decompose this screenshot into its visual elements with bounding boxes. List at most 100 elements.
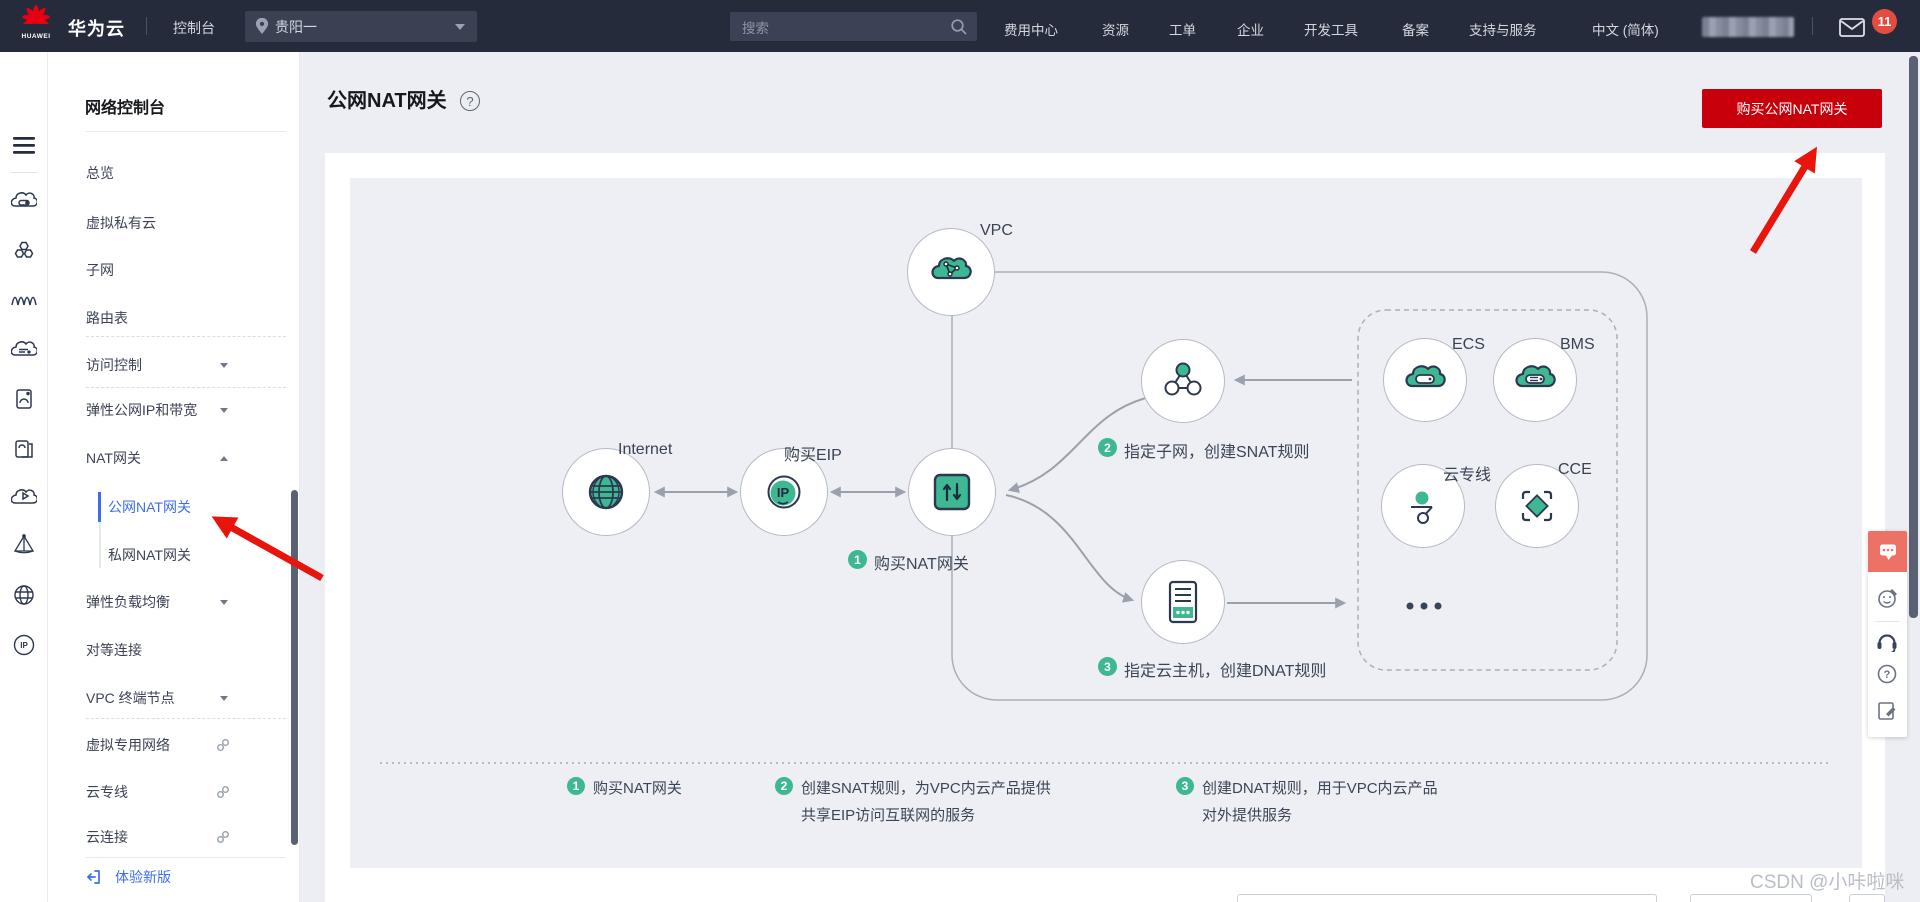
language-selector[interactable]: 中文 (简体) <box>1592 23 1659 38</box>
direct-connect-node <box>1381 464 1465 548</box>
support-headset-icon[interactable] <box>1876 630 1898 652</box>
buy-public-nat-gateway-button[interactable]: 购买公网NAT网关 <box>1702 89 1882 128</box>
step-badge: 2 <box>1098 438 1117 457</box>
page-scrollbar[interactable] <box>1909 56 1918 618</box>
submenu-track <box>99 492 101 568</box>
chevron-down-icon[interactable] <box>220 362 228 368</box>
bms-label: BMS <box>1560 336 1595 353</box>
cloud-sync-icon[interactable] <box>11 484 37 510</box>
network-wave-icon[interactable] <box>11 287 37 313</box>
account-name-blurred[interactable] <box>1702 17 1794 37</box>
feedback-chat-button[interactable] <box>1868 531 1907 572</box>
divider <box>86 387 286 388</box>
vpc-node <box>907 228 995 316</box>
mail-icon[interactable] <box>1838 15 1866 39</box>
region-selector[interactable]: 贵阳一 <box>245 11 477 42</box>
filter-button[interactable] <box>1690 894 1812 902</box>
divider <box>86 131 286 132</box>
step-text: 购买NAT网关 <box>874 556 969 573</box>
console-link[interactable]: 控制台 <box>173 20 215 36</box>
host-card-icon[interactable] <box>11 386 37 412</box>
sidebar-item-elb[interactable]: 弹性负载均衡 <box>48 587 300 617</box>
legend-badge: 2 <box>775 777 793 795</box>
subnet-node <box>1141 339 1225 423</box>
step-text: 指定子网，创建SNAT规则 <box>1124 444 1310 461</box>
sidebar-item-nat-gateway[interactable]: NAT网关 <box>48 443 300 473</box>
step-text: 指定云主机，创建DNAT规则 <box>1124 663 1327 680</box>
sidebar-item-overview[interactable]: 总览 <box>86 165 114 181</box>
page-title: 公网NAT网关 <box>327 90 447 112</box>
cluster-icon[interactable] <box>11 237 37 263</box>
nav-enterprise[interactable]: 企业 <box>1237 23 1264 38</box>
eip-label: 购买EIP <box>784 447 842 464</box>
sidebar-item-cloud-connect[interactable]: 云连接 <box>48 822 300 852</box>
sidebar-item-route-table[interactable]: 路由表 <box>86 310 128 326</box>
feedback-smiley-icon[interactable] <box>1876 588 1898 610</box>
sidebar-item-vpc[interactable]: 虚拟私有云 <box>86 215 156 231</box>
sidebar-item-vpc-endpoint[interactable]: VPC 终端节点 <box>48 683 300 713</box>
search-input[interactable]: 搜索 <box>730 12 977 41</box>
nav-dev-tools[interactable]: 开发工具 <box>1304 23 1358 38</box>
prism-icon[interactable] <box>11 532 37 558</box>
cloud-server-icon[interactable] <box>11 187 37 213</box>
cdn-globe-icon[interactable] <box>11 582 37 608</box>
help-icon[interactable]: ? <box>460 91 480 111</box>
sidebar-item-peering[interactable]: 对等连接 <box>86 642 142 658</box>
nav-support[interactable]: 支持与服务 <box>1469 23 1537 38</box>
sidebar-item-eip-bandwidth[interactable]: 弹性公网IP和带宽 <box>48 395 300 425</box>
nav-resources[interactable]: 资源 <box>1102 23 1129 38</box>
sidebar-item-subnet[interactable]: 子网 <box>86 262 114 278</box>
chevron-down-icon <box>455 23 465 30</box>
nat-gateway-icon <box>933 473 971 511</box>
location-pin-icon <box>255 18 269 34</box>
huawei-logo-text: HUAWEI <box>21 33 51 40</box>
network-console-sidebar: 网络控制台 总览 虚拟私有云 子网 路由表 访问控制 弹性公网IP和带宽 NAT… <box>48 52 300 902</box>
region-value: 贵阳一 <box>275 18 317 35</box>
ecs-node <box>1383 338 1467 422</box>
divider <box>1875 621 1900 622</box>
menu-icon[interactable] <box>11 132 37 158</box>
svg-text:IP: IP <box>777 485 790 500</box>
diagram-connectors <box>380 271 1832 764</box>
selected-indicator <box>98 492 101 522</box>
nav-tickets[interactable]: 工单 <box>1169 23 1196 38</box>
eip-icon[interactable]: IP <box>11 632 37 658</box>
divider <box>86 857 286 858</box>
huawei-logo[interactable]: HUAWEI <box>14 5 58 40</box>
divider <box>10 172 38 173</box>
sidebar-item-vpn[interactable]: 虚拟专用网络 <box>48 730 300 760</box>
internet-globe-icon <box>588 474 624 510</box>
sidebar-item-private-nat-gateway[interactable]: 私网NAT网关 <box>108 547 191 563</box>
chevron-down-icon[interactable] <box>220 407 228 413</box>
content-card: IP <box>325 153 1885 902</box>
switch-version-icon <box>87 870 100 884</box>
sidebar-item-direct-connect[interactable]: 云专线 <box>48 777 300 807</box>
ecs-label: ECS <box>1452 336 1485 353</box>
legend-badge: 1 <box>567 777 585 795</box>
legend-text: 对外提供服务 <box>1202 807 1293 824</box>
divider <box>1812 17 1813 35</box>
doc-edit-icon[interactable] <box>1876 700 1898 722</box>
cce-label: CCE <box>1558 461 1592 478</box>
chevron-down-icon[interactable] <box>220 695 228 701</box>
sidebar-scrollbar[interactable] <box>291 490 298 845</box>
sidebar-item-access-control[interactable]: 访问控制 <box>48 350 300 380</box>
notification-badge: 11 <box>1872 9 1897 34</box>
cloud-storage-icon[interactable] <box>11 336 37 362</box>
sidebar-item-new-version[interactable]: 体验新版 <box>48 862 300 892</box>
list-search-input[interactable] <box>1237 894 1657 902</box>
documents-copy-icon[interactable] <box>11 436 37 462</box>
help-circle-icon[interactable]: ? <box>1876 663 1898 685</box>
sidebar-item-public-nat-gateway[interactable]: 公网NAT网关 <box>108 499 191 515</box>
chevron-down-icon[interactable] <box>220 599 228 605</box>
watermark: CSDN @小咔啦咪 <box>1750 872 1905 893</box>
svg-text:IP: IP <box>20 641 28 650</box>
nav-icp-filing[interactable]: 备案 <box>1402 23 1429 38</box>
floating-toolbar: ? <box>1868 531 1907 737</box>
vpc-cloud-icon <box>931 257 972 280</box>
chevron-up-icon[interactable] <box>220 455 228 461</box>
nav-billing-center[interactable]: 费用中心 <box>1004 23 1058 38</box>
svg-text:?: ? <box>1884 669 1891 681</box>
refresh-button[interactable] <box>1849 894 1885 902</box>
brand-name[interactable]: 华为云 <box>68 19 125 39</box>
